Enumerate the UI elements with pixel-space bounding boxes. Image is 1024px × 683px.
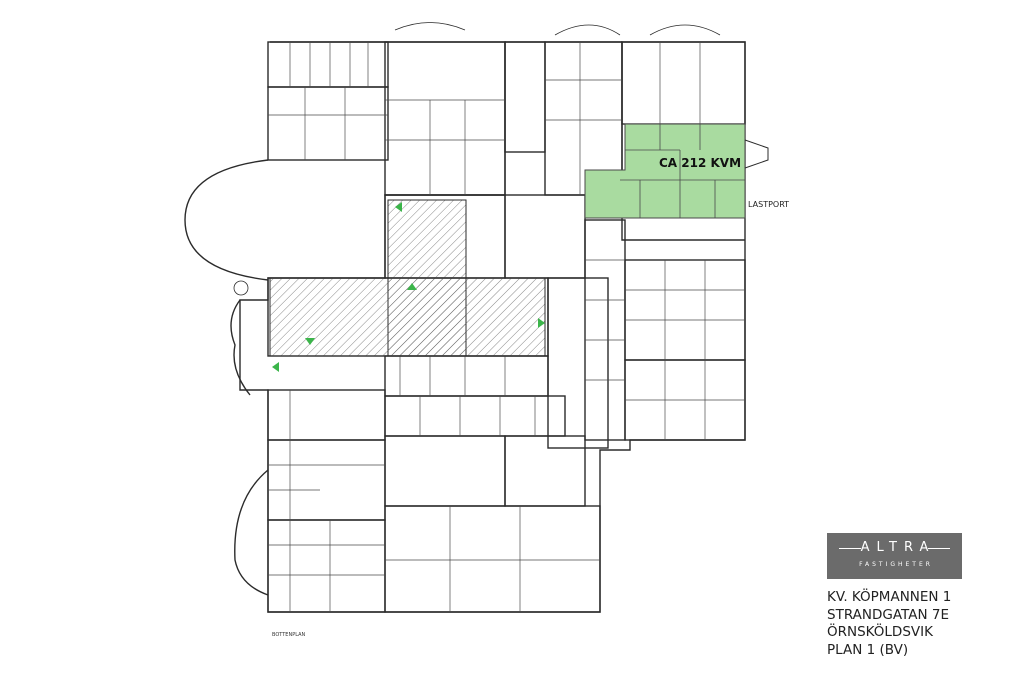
hatched-zones: [269, 199, 546, 357]
area-label: CA 212 KVM: [659, 156, 741, 170]
interior-walls: [268, 42, 745, 612]
property-address: KV. KÖPMANNEN 1 STRANDGATAN 7E ÖRNSKÖLDS…: [827, 589, 1017, 659]
logo-tagline: FASTIGHETER: [859, 561, 933, 568]
loading-door-symbol: [744, 139, 769, 169]
skylight-icons: [233, 22, 721, 296]
address-line-4: PLAN 1 (BV): [827, 641, 909, 658]
address-line-1: KV. KÖPMANNEN 1: [827, 589, 952, 605]
address-line-3: ÖRNSKÖLDSVIK: [827, 624, 933, 640]
altra-logo: ALTRA FASTIGHETER: [827, 533, 962, 579]
floor-caption: BOTTENPLAN: [272, 632, 306, 638]
logo-rule-right: [928, 548, 950, 549]
highlighted-area-walls: [620, 124, 745, 218]
exit-arrow-icons: [272, 202, 545, 372]
logo-brand: ALTRA: [860, 540, 936, 555]
address-line-2: STRANDGATAN 7E: [827, 606, 949, 623]
loading-door-label: LASTPORT: [748, 200, 789, 209]
highlighted-area: [584, 123, 746, 219]
logo-rule-left: [839, 548, 861, 549]
